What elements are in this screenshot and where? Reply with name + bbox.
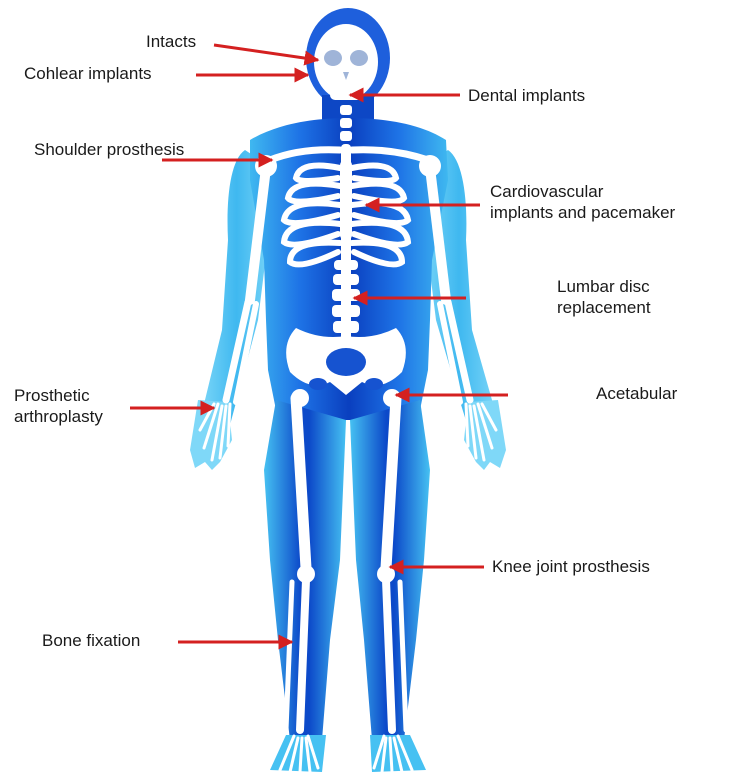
label-cardiovascular-line2: implants and pacemaker <box>490 203 675 223</box>
label-cochlear-implants: Cohlear implants <box>24 64 152 84</box>
arrow-intacts <box>214 45 318 60</box>
label-dental-implants: Dental implants <box>468 86 585 106</box>
label-shoulder-prosthesis: Shoulder prosthesis <box>34 140 184 160</box>
label-prosthetic-line2: arthroplasty <box>14 407 103 427</box>
label-lumbar-line2: replacement <box>557 298 651 318</box>
label-knee-joint-prosthesis: Knee joint prosthesis <box>492 557 650 577</box>
label-bone-fixation: Bone fixation <box>42 631 140 651</box>
leg-bones <box>286 398 406 730</box>
label-prosthetic-line1: Prosthetic <box>14 386 90 406</box>
label-lumbar-line1: Lumbar disc <box>557 277 650 297</box>
label-cardiovascular-line1: Cardiovascular <box>490 182 603 202</box>
label-acetabular: Acetabular <box>596 384 677 404</box>
label-intacts: Intacts <box>146 32 196 52</box>
